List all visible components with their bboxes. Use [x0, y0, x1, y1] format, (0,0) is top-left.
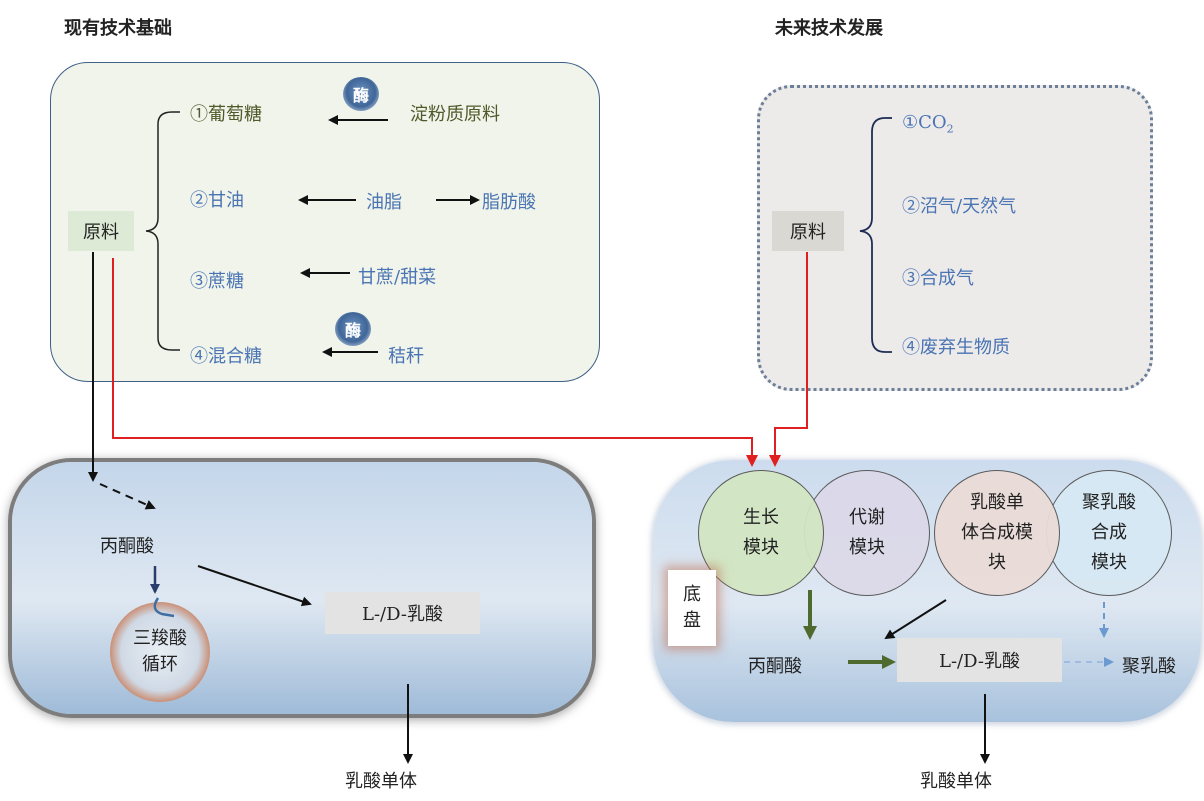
- right-section-title: 未来技术发展: [775, 18, 883, 39]
- enzyme-badge-straw: 酶: [335, 312, 371, 346]
- monomer-module-l1: 乳酸单: [970, 492, 1024, 513]
- arrow-pyruvate-to-lactic-left: [197, 565, 312, 607]
- current-cell: [12, 462, 592, 714]
- item-co2-subscript: 2: [946, 122, 954, 136]
- pla-module-l2: 合成: [1091, 522, 1127, 543]
- product-fatty-acid: 脂肪酸: [482, 192, 536, 213]
- pla-module-l3: 模块: [1091, 552, 1127, 573]
- left-output-monomer: 乳酸单体: [345, 771, 417, 792]
- chassis-l1: 底: [683, 584, 701, 605]
- arrow-dashed-to-pyruvate: [99, 483, 156, 510]
- enzyme-badge-starch: 酶: [343, 77, 379, 111]
- monomer-module-l2: 体合成模: [961, 522, 1033, 543]
- right-bracket: [859, 117, 892, 353]
- pla-module-l1: 聚乳酸: [1082, 492, 1136, 513]
- source-sugarcane-beet: 甘蔗/甜菜: [358, 267, 437, 288]
- source-starch: 淀粉质原料: [410, 104, 500, 125]
- metabolism-module: 代谢模块: [804, 470, 930, 596]
- source-oil: 油脂: [366, 192, 402, 213]
- monomer-module-l3: 块: [988, 552, 1006, 573]
- arrow-monomer-to-lactic-right: [884, 599, 947, 640]
- tca-cycle: 三羧酸 循环: [110, 602, 210, 702]
- item-sucrose: ③蔗糖: [190, 271, 244, 292]
- metabolism-module-l1: 代谢: [849, 507, 885, 528]
- right-pyruvate: 丙酮酸: [748, 656, 802, 677]
- item-co2-text: ①CO: [902, 112, 947, 133]
- pla-synthesis-module: 聚乳酸合成模块: [1046, 470, 1172, 596]
- metabolism-module-l2: 模块: [849, 537, 885, 558]
- raw-material-label-left: 原料: [68, 211, 134, 251]
- source-straw: 秸秆: [388, 346, 424, 367]
- left-bracket: [145, 111, 180, 351]
- item-syngas: ③合成气: [902, 268, 974, 289]
- growth-module: 生长模块: [698, 470, 824, 596]
- item-glycerol: ②甘油: [190, 190, 244, 211]
- item-biogas: ②沼气/天然气: [902, 196, 1017, 217]
- right-lactic-acid-box: L-/D-乳酸: [897, 638, 1062, 682]
- right-output-monomer: 乳酸单体: [920, 771, 992, 792]
- item-co2: ①CO2: [902, 112, 954, 136]
- growth-module-l1: 生长: [743, 507, 779, 528]
- arrow-tca-curl: [153, 597, 175, 618]
- left-section-title: 现有技术基础: [64, 18, 172, 39]
- left-lactic-acid-box: L-/D-乳酸: [325, 592, 480, 634]
- item-waste-biomass: ④废弃生物质: [902, 337, 1010, 358]
- tca-cycle-line1: 三羧酸: [133, 628, 187, 649]
- raw-material-label-right: 原料: [772, 211, 844, 251]
- left-lactic-acid-label: L-/D-乳酸: [362, 604, 443, 625]
- red-flow-left-raw: [112, 258, 758, 467]
- chassis-l2: 盘: [683, 610, 701, 631]
- polylactic-acid-label: 聚乳酸: [1122, 656, 1176, 677]
- red-flow-right-raw: [769, 252, 808, 467]
- monomer-synthesis-module: 乳酸单体合成模块: [934, 470, 1060, 596]
- left-pyruvate: 丙酮酸: [100, 536, 154, 557]
- chassis-label: 底 盘: [668, 570, 716, 646]
- right-lactic-acid-label: L-/D-乳酸: [939, 651, 1020, 672]
- item-mixed-sugar: ④混合糖: [190, 346, 262, 367]
- tca-cycle-line2: 循环: [142, 654, 178, 675]
- item-glucose: ①葡萄糖: [190, 104, 262, 125]
- growth-module-l2: 模块: [743, 537, 779, 558]
- current-raw-materials-box: [50, 62, 600, 382]
